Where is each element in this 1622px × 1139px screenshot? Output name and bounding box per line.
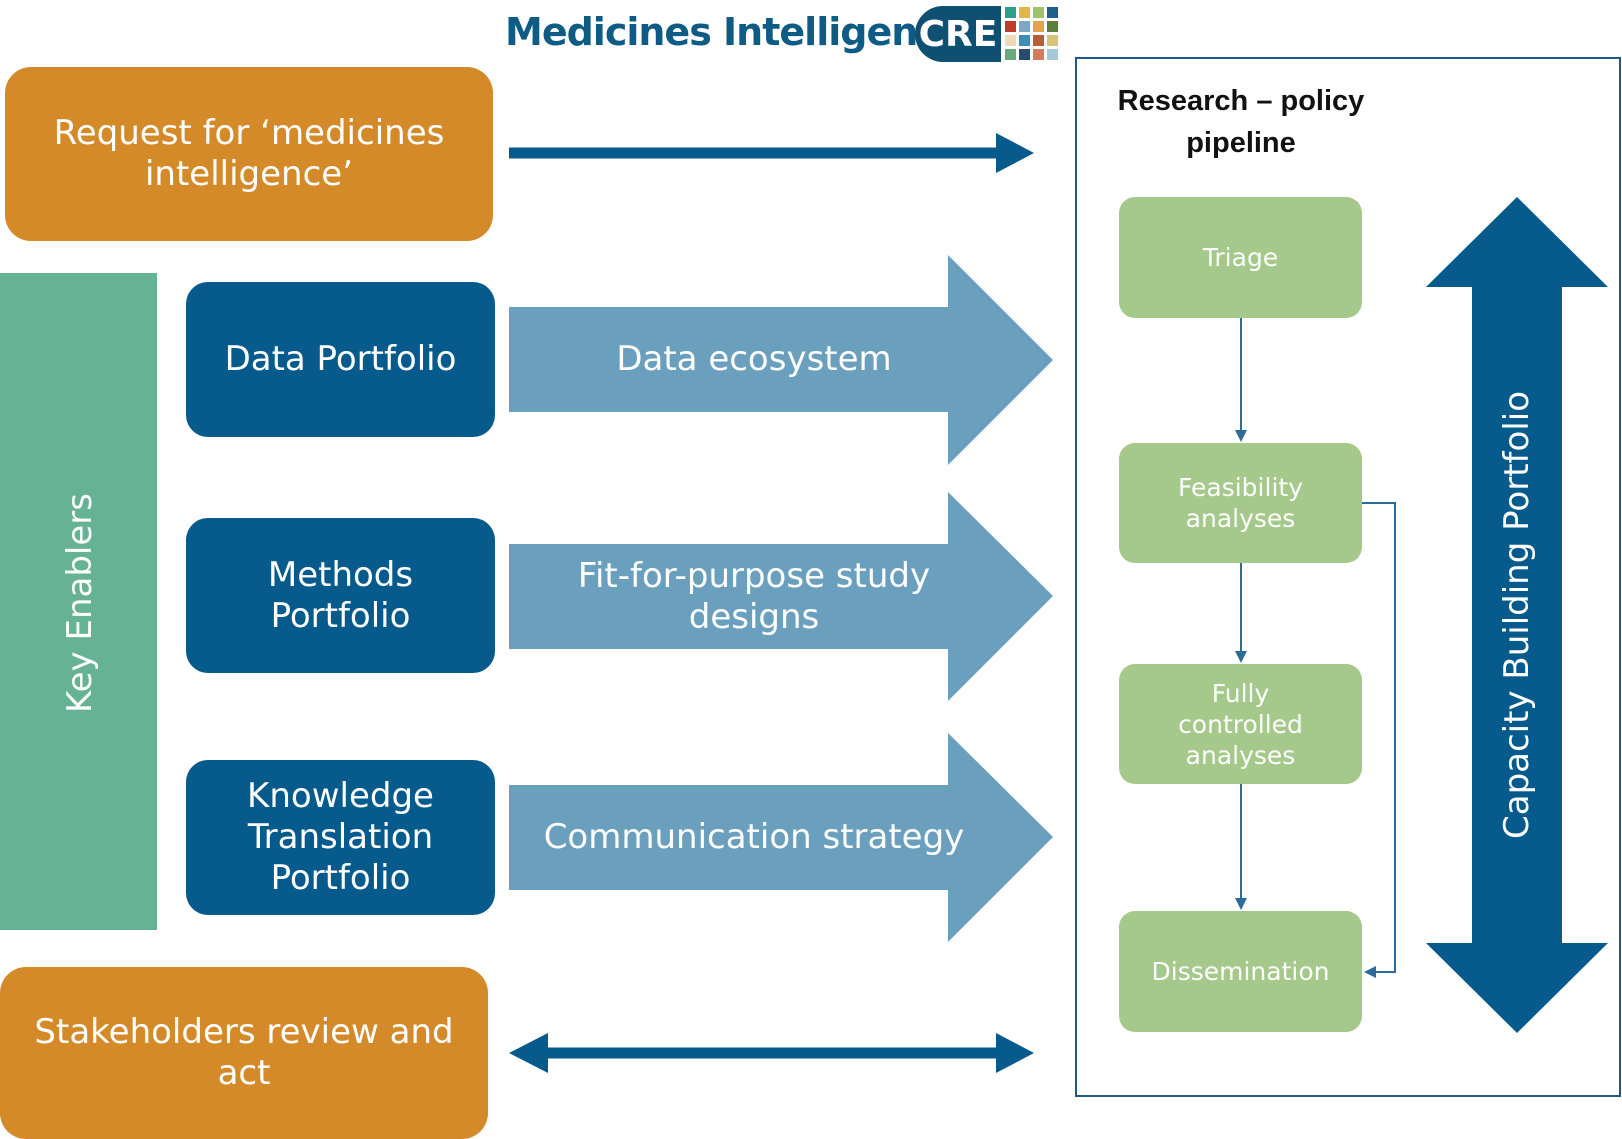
logo-badge: CRE bbox=[915, 6, 1001, 62]
capacity-label: Capacity Building Portfolio bbox=[1497, 391, 1537, 839]
logo-mosaic-square bbox=[1019, 49, 1030, 60]
pipeline-step-feasibility: Feasibility analyses bbox=[1119, 443, 1362, 563]
methods-portfolio-label: Methods Portfolio bbox=[267, 554, 414, 636]
key-enablers-bar: Key Enablers bbox=[0, 273, 157, 930]
logo-mosaic-square bbox=[1047, 35, 1058, 46]
dissemination-label: Dissemination bbox=[1151, 957, 1330, 986]
logo-mosaic-square bbox=[1033, 49, 1044, 60]
logo-mosaic-square bbox=[1019, 35, 1030, 46]
fully-controlled-label: Fully controlled analyses bbox=[1178, 678, 1303, 770]
feasibility-label: Feasibility analyses bbox=[1178, 473, 1303, 533]
logo-mosaic-square bbox=[1047, 7, 1058, 18]
pipeline-step-dissemination: Dissemination bbox=[1119, 911, 1362, 1032]
triage-label: Triage bbox=[1202, 243, 1279, 272]
study-designs-arrow bbox=[509, 492, 1053, 701]
request-arrow bbox=[509, 133, 1034, 173]
communication-arrow bbox=[509, 733, 1053, 942]
kt-portfolio-label: Knowledge Translation Portfolio bbox=[247, 776, 434, 898]
pipeline-connectors bbox=[1240, 318, 1396, 973]
logo-mosaic-square bbox=[1019, 7, 1030, 18]
methods-portfolio-box: Methods Portfolio bbox=[186, 518, 495, 673]
pipeline-step-triage: Triage bbox=[1119, 197, 1362, 318]
study-designs-label: Fit-for-purpose study designs bbox=[577, 555, 931, 637]
data-ecosystem-arrow bbox=[509, 255, 1053, 465]
stakeholders-label: Stakeholders review and act bbox=[34, 1012, 454, 1093]
pipeline-frame bbox=[1075, 57, 1621, 1097]
data-portfolio-box: Data Portfolio bbox=[186, 282, 495, 437]
logo-mosaic-square bbox=[1033, 7, 1044, 18]
request-label: Request for ‘medicines intelligence’ bbox=[53, 113, 445, 194]
data-portfolio-label: Data Portfolio bbox=[224, 339, 457, 379]
logo-mosaic-square bbox=[1005, 7, 1016, 18]
logo-mosaic-square bbox=[1019, 21, 1030, 32]
data-ecosystem-label: Data ecosystem bbox=[616, 339, 892, 379]
logo-mosaic-square bbox=[1033, 21, 1044, 32]
logo-mosaic-icon bbox=[1001, 6, 1071, 62]
pipeline-title: Research – policy pipeline bbox=[1117, 85, 1365, 159]
pipeline-step-fully-controlled: Fully controlled analyses bbox=[1119, 664, 1362, 784]
logo: Medicines Intelligence CRE bbox=[505, 6, 1075, 62]
communication-label: Communication strategy bbox=[543, 817, 965, 857]
logo-mosaic-square bbox=[1005, 21, 1016, 32]
logo-mosaic-square bbox=[1033, 35, 1044, 46]
request-box: Request for ‘medicines intelligence’ bbox=[5, 67, 493, 241]
capacity-double-arrow bbox=[1426, 197, 1608, 1033]
logo-mosaic-square bbox=[1005, 35, 1016, 46]
logo-mosaic-square bbox=[1005, 49, 1016, 60]
stakeholders-box: Stakeholders review and act bbox=[0, 967, 488, 1139]
pipeline-arrowheads bbox=[1235, 430, 1376, 978]
logo-mosaic-square bbox=[1047, 21, 1058, 32]
kt-portfolio-box: Knowledge Translation Portfolio bbox=[186, 760, 495, 915]
logo-text: Medicines Intelligence bbox=[505, 10, 965, 54]
stakeholders-double-arrow bbox=[509, 1033, 1034, 1073]
logo-mosaic-square bbox=[1047, 49, 1058, 60]
